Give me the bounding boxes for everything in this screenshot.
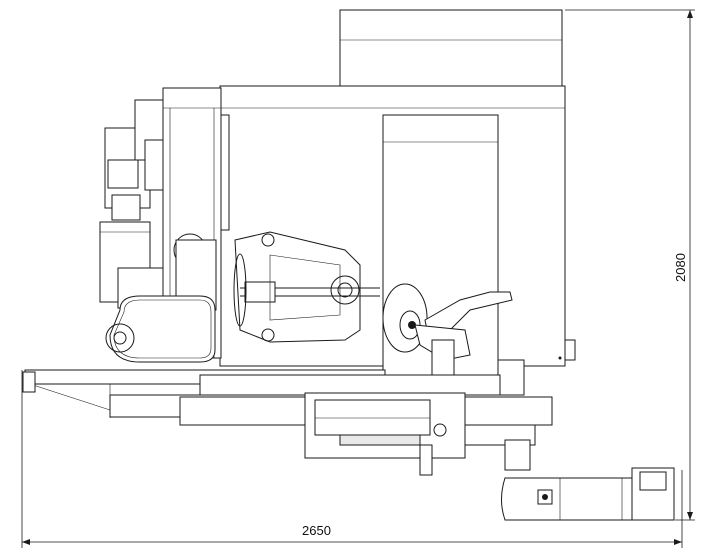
belt-drive (105, 295, 216, 363)
width-dimension (21, 370, 683, 548)
motor-assembly (99, 99, 166, 309)
lower-carriage (304, 392, 536, 476)
articulated-arm (233, 231, 380, 343)
clamp-assembly (382, 283, 513, 381)
height-label: 2080 (673, 253, 688, 282)
control-unit (501, 467, 675, 521)
height-dimension (565, 9, 695, 521)
base-rails (22, 369, 553, 426)
width-label: 2650 (302, 523, 331, 538)
